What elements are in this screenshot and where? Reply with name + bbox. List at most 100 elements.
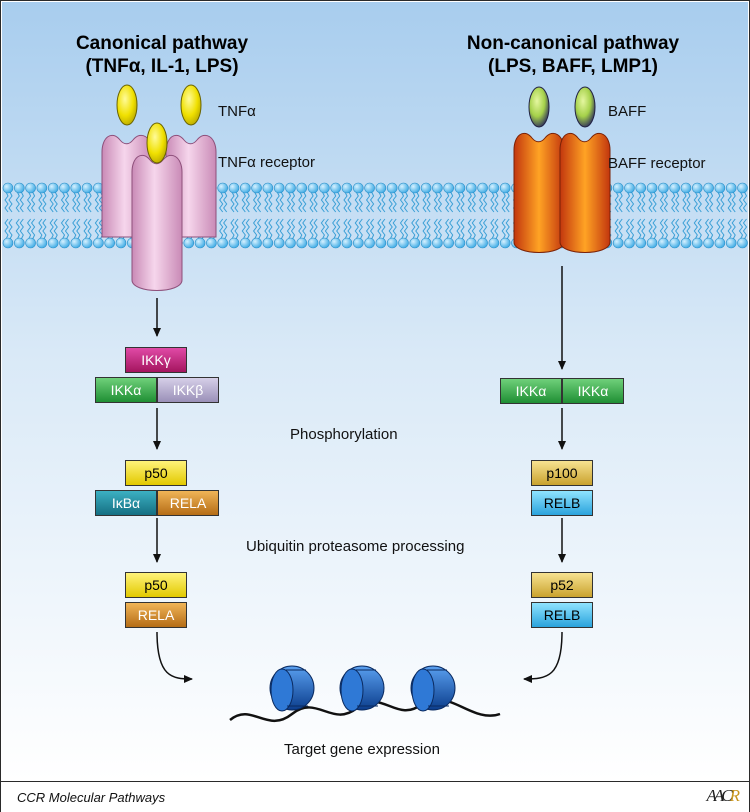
logo-letters: AAC <box>706 786 733 805</box>
rela-top-box: RELA <box>157 490 219 516</box>
canonical-title-line1: Canonical pathway <box>75 33 249 54</box>
lipid-head <box>285 182 296 194</box>
lipid-head <box>2 237 14 249</box>
lipid-head <box>703 237 714 249</box>
lipid-head <box>714 182 726 194</box>
noncanonical-title-line1: Non-canonical pathway <box>466 33 680 54</box>
lipid-head <box>635 237 647 249</box>
lipid-head <box>691 237 703 249</box>
tnf-receptor-label: TNFα receptor <box>218 154 316 171</box>
lipid-head <box>680 237 692 249</box>
lipid-head <box>81 237 93 249</box>
lipid-head <box>262 237 274 249</box>
p100-box: p100 <box>531 460 593 486</box>
lipid-head <box>319 182 330 194</box>
nucleosome-2 <box>339 665 385 712</box>
lipid-head <box>25 237 36 249</box>
dna-nucleosomes <box>229 665 501 722</box>
p50-top-box: p50 <box>125 460 187 486</box>
p52-box: p52 <box>531 572 593 598</box>
lipid-head <box>240 237 251 249</box>
ikb-alpha-box: IκBα <box>95 490 157 516</box>
lipid-head <box>59 237 70 249</box>
lipid-head <box>262 182 274 194</box>
lipid-head <box>499 182 511 194</box>
lipid-head <box>364 237 375 249</box>
lipid-head <box>183 237 195 249</box>
lipid-head <box>443 237 455 249</box>
lipid-head <box>352 237 364 249</box>
pathway-arrows <box>153 266 566 683</box>
footer-caption: CCR Molecular Pathways <box>17 790 166 805</box>
lipid-head <box>409 182 421 194</box>
lipid-head <box>330 182 342 194</box>
rela-bottom-box: RELA <box>125 602 187 628</box>
lipid-head <box>36 182 48 194</box>
lipid-head <box>737 237 748 249</box>
lipid-head <box>93 237 104 249</box>
lipid-head <box>432 182 443 194</box>
tnf-receptor <box>101 134 217 291</box>
lipid-head <box>47 237 59 249</box>
lipid-head <box>273 237 285 249</box>
nucleosome-3 <box>410 665 456 712</box>
lipid-head <box>669 182 681 194</box>
lipid-head <box>409 237 421 249</box>
lipid-head <box>454 237 466 249</box>
ikk-alpha-right-box: IKKα <box>562 378 624 404</box>
lipid-head <box>341 237 353 249</box>
lipid-head <box>443 182 455 194</box>
lipid-head <box>375 237 387 249</box>
lipid-head <box>488 237 500 249</box>
lipid-head <box>228 182 240 194</box>
relb-top-box: RELB <box>531 490 593 516</box>
lipid-head <box>273 182 285 194</box>
lipid-head <box>2 182 14 194</box>
baff-receptor-label: BAFF receptor <box>608 155 706 172</box>
lipid-head <box>285 237 296 249</box>
lipid-head <box>375 182 387 194</box>
lipid-head <box>669 237 681 249</box>
aacr-logo: AACR <box>706 786 741 806</box>
nucleosome-1 <box>269 665 315 712</box>
lipid-head <box>465 182 477 194</box>
lipid-head <box>477 237 488 249</box>
lipid-head <box>420 182 432 194</box>
lipid-head <box>725 237 737 249</box>
lipid-head <box>398 237 409 249</box>
ikk-beta-box: IKKβ <box>157 377 219 403</box>
pathway-graphic <box>2 84 748 722</box>
lipid-head <box>432 237 443 249</box>
canonical-title-line2: (TNFα, IL-1, LPS) <box>85 56 239 77</box>
ikk-alpha-left-box: IKKα <box>500 378 562 404</box>
baff-ligand <box>528 86 596 128</box>
diagram-panel: Canonical pathway (TNFα, IL-1, LPS) Non-… <box>2 2 748 780</box>
lipid-head <box>81 182 93 194</box>
lipid-head <box>465 237 477 249</box>
lipid-head <box>319 237 330 249</box>
target-gene-label: Target gene expression <box>284 741 440 758</box>
tnf-ligand-label: TNFα <box>218 103 256 120</box>
lipid-head <box>477 182 488 194</box>
lipid-head <box>352 182 364 194</box>
lipid-head <box>646 237 658 249</box>
lipid-head <box>386 237 398 249</box>
lipid-head <box>36 237 48 249</box>
lipid-head <box>454 182 466 194</box>
figure-footer: CCR Molecular Pathways AACR <box>1 781 749 812</box>
lipid-head <box>725 182 737 194</box>
lipid-head <box>240 182 251 194</box>
lipid-head <box>25 182 36 194</box>
lipid-head <box>251 182 262 194</box>
lipid-head <box>13 182 25 194</box>
lipid-head <box>104 237 115 249</box>
lipid-head <box>624 182 635 194</box>
lipid-head <box>612 182 624 194</box>
lipid-head <box>194 237 206 249</box>
lipid-head <box>386 182 398 194</box>
baff-receptor <box>513 132 611 253</box>
lipid-head <box>307 237 319 249</box>
lipid-head <box>624 237 635 249</box>
lipid-head <box>420 237 432 249</box>
